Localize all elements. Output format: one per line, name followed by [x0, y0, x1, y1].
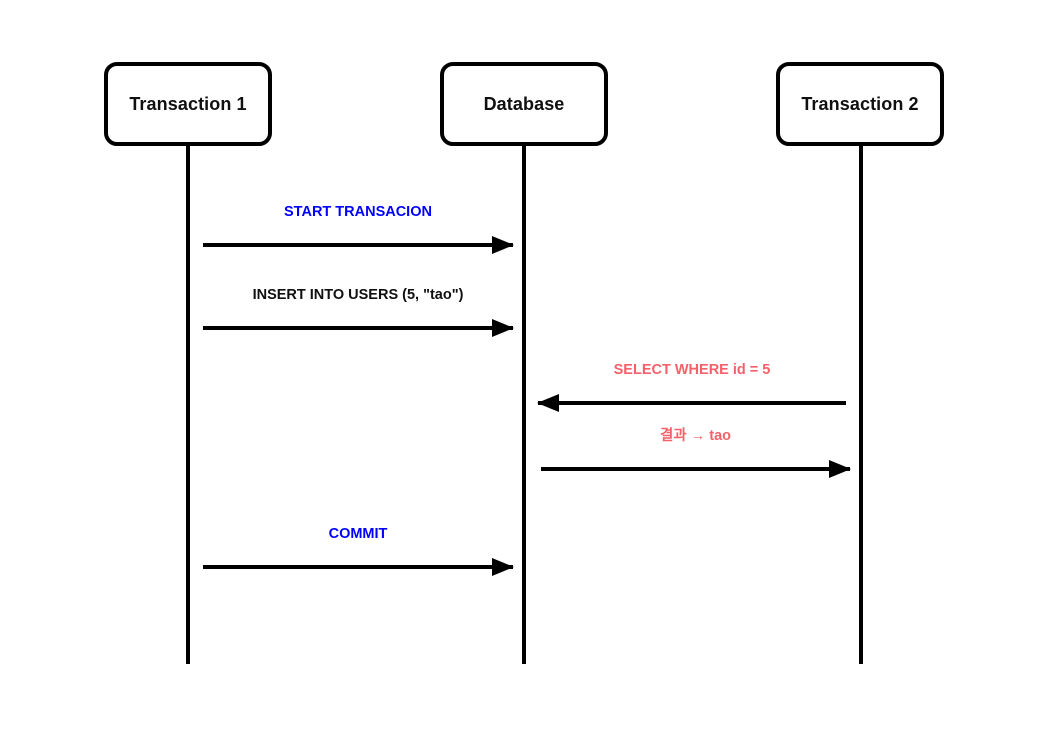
message-label-result-tao: 결과 → tao — [660, 428, 731, 444]
arrowhead-right-icon — [492, 558, 514, 576]
message-line-result-tao — [541, 467, 850, 471]
message-label-select-where-id: SELECT WHERE id = 5 — [613, 362, 771, 378]
message-result-tao[interactable]: 결과 → tao — [541, 427, 851, 478]
arrowhead-right-icon — [492, 319, 514, 337]
message-select-where-id[interactable]: SELECT WHERE id = 5 — [537, 361, 846, 412]
arrowhead-left-icon — [537, 394, 559, 412]
arrowhead-right-icon — [829, 460, 851, 478]
message-line-commit — [203, 565, 513, 569]
message-label-start-transaction: START TRANSACION — [284, 204, 432, 220]
message-label-insert-into-users: INSERT INTO USERS (5, "tao") — [252, 287, 464, 303]
message-line-start-transaction — [203, 243, 513, 247]
participant-box-transaction2[interactable]: Transaction 2 — [776, 62, 944, 146]
message-line-insert-into-users — [203, 326, 513, 330]
participant-label-transaction2: Transaction 2 — [801, 93, 919, 114]
message-start-transaction[interactable]: START TRANSACION — [203, 203, 514, 254]
participant-box-transaction1[interactable]: Transaction 1 — [104, 62, 272, 146]
participant-label-database: Database — [483, 93, 565, 114]
lifeline-transaction2 — [859, 146, 863, 664]
message-label-commit: COMMIT — [328, 526, 388, 542]
message-line-select-where-id — [538, 401, 846, 405]
arrowhead-right-icon — [492, 236, 514, 254]
participant-label-transaction1: Transaction 1 — [129, 93, 247, 114]
participant-box-database[interactable]: Database — [440, 62, 608, 146]
message-commit[interactable]: COMMIT — [203, 525, 514, 576]
lifeline-database — [522, 146, 526, 664]
lifeline-transaction1 — [186, 146, 190, 664]
message-insert-into-users[interactable]: INSERT INTO USERS (5, "tao") — [203, 286, 514, 337]
